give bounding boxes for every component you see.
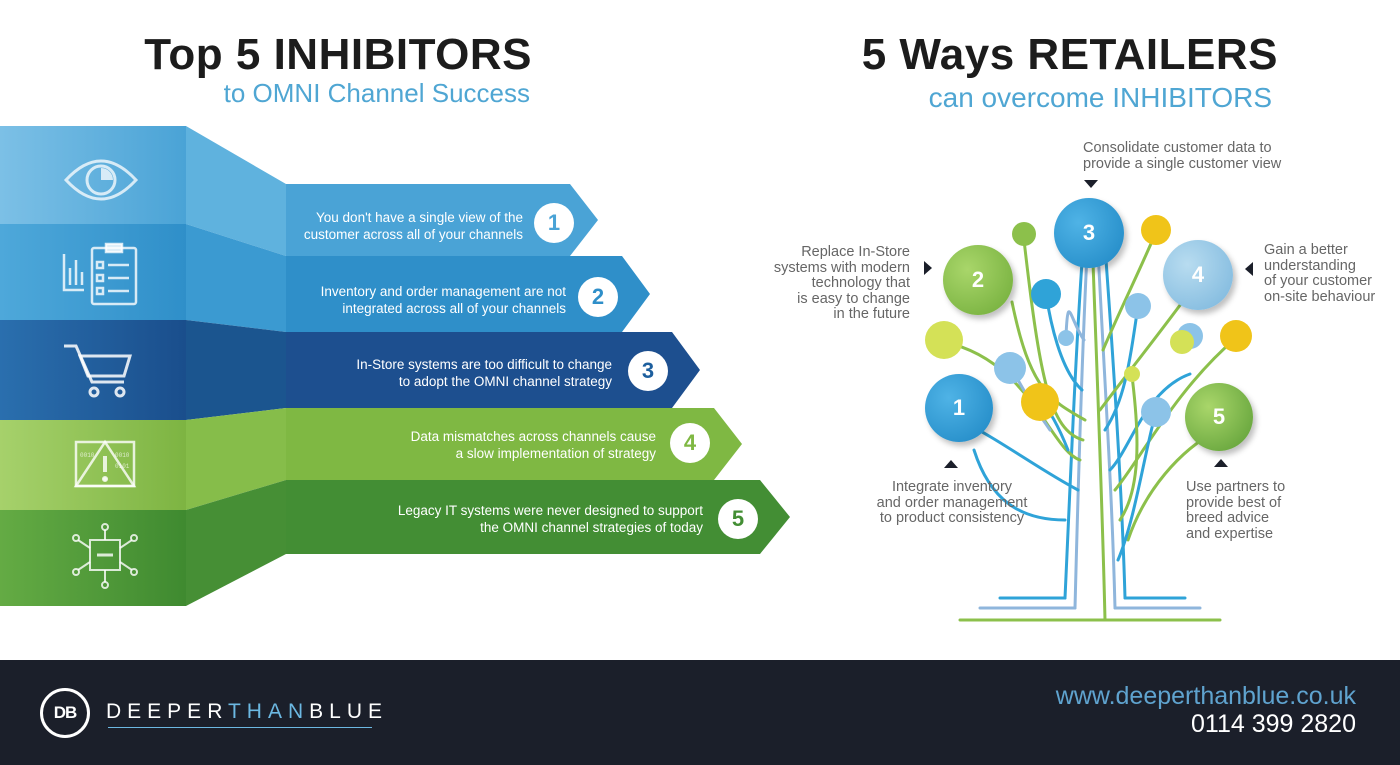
inhibitor-number-5: 5 bbox=[718, 499, 758, 539]
fold-5 bbox=[186, 480, 286, 606]
inhibitor-text-5: Legacy IT systems were never designed to… bbox=[397, 503, 703, 535]
footer: DB DEEPERTHANBLUE www.deeperthanblue.co.… bbox=[0, 660, 1400, 765]
tree-bud bbox=[925, 321, 963, 359]
phone-number: 0114 399 2820 bbox=[1191, 710, 1356, 738]
tree-bud bbox=[1012, 222, 1036, 246]
pointer-up-icon bbox=[1214, 459, 1228, 467]
inhibitor-number-3: 3 bbox=[628, 351, 668, 391]
inhibitor-number-2: 2 bbox=[578, 277, 618, 317]
circuit-chip-icon bbox=[72, 523, 138, 589]
tree-bud bbox=[994, 352, 1026, 384]
svg-text:0010: 0010 bbox=[115, 452, 130, 459]
right-subtitle: can overcome INHIBITORS bbox=[928, 82, 1272, 113]
inhibitor-arrow-4 bbox=[286, 408, 742, 480]
inhibitor-block-4 bbox=[0, 420, 186, 510]
tree-bud bbox=[1170, 330, 1194, 354]
pointer-up-icon bbox=[944, 460, 958, 468]
inhibitor-text-3: In-Store systems are too difficult to ch… bbox=[356, 357, 612, 389]
inhibitor-arrow-5 bbox=[286, 480, 790, 554]
inhibitor-block-5 bbox=[0, 510, 186, 606]
solution-circle-3: 3 bbox=[1054, 198, 1124, 268]
fold-3 bbox=[186, 320, 286, 420]
left-subtitle: to OMNI Channel Success bbox=[223, 78, 530, 108]
inhibitor-arrow-2 bbox=[286, 256, 650, 332]
fold-1 bbox=[186, 126, 286, 256]
pointer-down-icon bbox=[1084, 180, 1098, 188]
inhibitor-number-4: 4 bbox=[670, 423, 710, 463]
logo-icon: DB bbox=[40, 688, 90, 738]
tree-bud bbox=[1124, 366, 1140, 382]
solution-circle-5: 5 bbox=[1185, 383, 1253, 451]
inhibitor-block-3 bbox=[0, 320, 186, 420]
pointer-left-icon bbox=[1245, 262, 1253, 276]
right-title: 5 Ways RETAILERS bbox=[861, 30, 1278, 79]
tree-bud bbox=[1220, 320, 1252, 352]
inhibitor-number-1: 1 bbox=[534, 203, 574, 243]
inhibitor-arrow-1 bbox=[286, 184, 598, 256]
tree-bud bbox=[1058, 330, 1074, 346]
tree-bud bbox=[1021, 383, 1059, 421]
brand-name: DEEPERTHANBLUE bbox=[106, 700, 389, 723]
tree-bud bbox=[1031, 279, 1061, 309]
website-link[interactable]: www.deeperthanblue.co.uk bbox=[1055, 682, 1356, 710]
brand-underline bbox=[108, 727, 372, 728]
eye-icon bbox=[63, 159, 139, 201]
solution-circle-1: 1 bbox=[925, 374, 993, 442]
inhibitors-infographic: 0010 0010 0101 bbox=[0, 126, 790, 606]
solution-circle-4: 4 bbox=[1163, 240, 1233, 310]
tree-bud bbox=[1141, 397, 1171, 427]
shopping-cart-icon bbox=[64, 344, 133, 398]
fold-2 bbox=[186, 224, 286, 332]
pointer-right-icon bbox=[924, 261, 932, 275]
svg-text:0010: 0010 bbox=[80, 452, 95, 459]
fold-4 bbox=[186, 408, 286, 510]
warning-triangle-icon bbox=[73, 439, 137, 488]
tree-bud bbox=[1141, 215, 1171, 245]
inhibitor-block-1 bbox=[0, 126, 186, 224]
svg-text:0101: 0101 bbox=[115, 463, 130, 470]
solution-circle-2: 2 bbox=[943, 245, 1013, 315]
clipboard-chart-icon bbox=[62, 242, 138, 306]
tree-bud bbox=[1125, 293, 1151, 319]
left-title: Top 5 INHIBITORS bbox=[144, 30, 532, 79]
inhibitor-arrow-3 bbox=[286, 332, 700, 408]
